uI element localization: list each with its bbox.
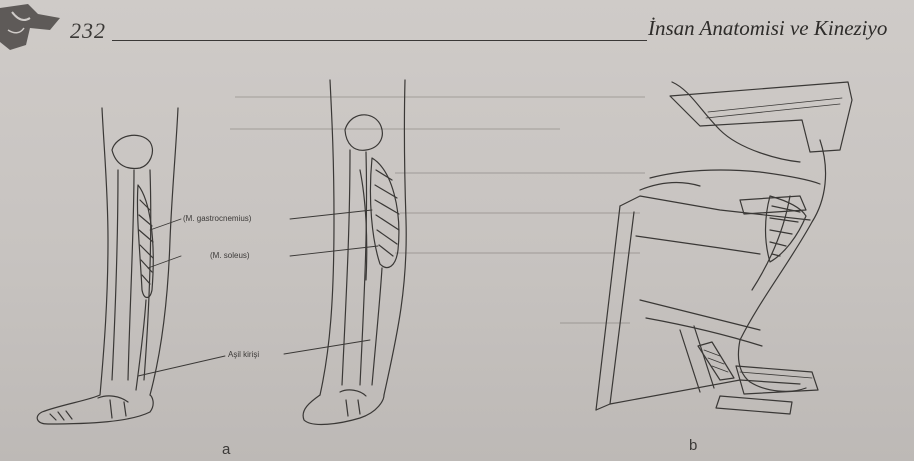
label-soleus: (M. soleus) <box>210 251 250 260</box>
panel-label-a: a <box>222 441 230 458</box>
calf-exercise-illustration <box>596 82 852 414</box>
label-gastrocnemius: (M. gastrocnemius) <box>183 214 251 223</box>
panel-label-b: b <box>689 437 697 454</box>
label-achilles-tendon: Aşil kirişi <box>228 350 259 359</box>
leg-illustration-2 <box>303 80 406 424</box>
leg-illustration-1 <box>37 108 178 424</box>
